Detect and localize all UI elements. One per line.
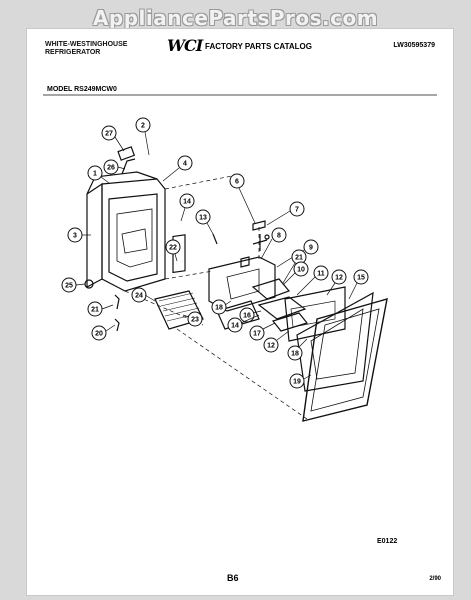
callout-15: 14 [227, 314, 260, 333]
wci-logo: WCI [167, 36, 203, 55]
svg-text:7: 7 [295, 207, 299, 214]
callout-18: 18 [211, 299, 232, 315]
svg-text:12: 12 [335, 275, 343, 282]
callout-22: 22 [165, 239, 181, 262]
page-number: B6 [227, 573, 239, 583]
product-type: REFRIGERATOR [45, 49, 101, 56]
svg-text:21: 21 [295, 255, 303, 262]
svg-text:10: 10 [297, 267, 305, 274]
svg-text:12: 12 [267, 343, 275, 350]
svg-text:20: 20 [95, 331, 103, 338]
svg-text:23: 23 [191, 317, 199, 324]
svg-text:3: 3 [73, 233, 77, 240]
exploded-parts-diagram: 27 2 26 1 4 3 14 13 22 6 7 8 9 21 10 11 … [43, 94, 437, 422]
svg-text:27: 27 [105, 131, 113, 138]
svg-text:21: 21 [91, 307, 99, 314]
svg-text:1: 1 [93, 171, 97, 178]
svg-text:9: 9 [309, 245, 313, 252]
svg-text:13: 13 [199, 215, 207, 222]
callout-26: 26 [103, 159, 126, 175]
svg-text:14: 14 [231, 323, 239, 330]
svg-text:8: 8 [277, 233, 281, 240]
callout-2: 2 [135, 117, 151, 156]
callout-12b: 12 [263, 330, 290, 353]
catalog-code: LW30595379 [393, 42, 435, 49]
callout-12: 12 [326, 269, 347, 296]
callout-19: 19 [289, 373, 312, 389]
svg-text:22: 22 [169, 245, 177, 252]
model-number: MODEL RS249MCW0 [47, 86, 117, 93]
svg-text:4: 4 [183, 161, 187, 168]
line-art [43, 94, 437, 422]
svg-text:15: 15 [357, 275, 365, 282]
svg-text:18: 18 [215, 305, 223, 312]
revision-date: 2/90 [429, 576, 441, 582]
callout-7: 7 [266, 201, 305, 226]
figure-code: E0122 [377, 538, 398, 545]
svg-text:14: 14 [183, 199, 191, 206]
callout-13: 13 [195, 209, 214, 235]
svg-text:26: 26 [107, 165, 115, 172]
svg-text:6: 6 [235, 179, 239, 186]
callout-8: 8 [260, 227, 287, 260]
catalog-title: FACTORY PARTS CATALOG [205, 42, 312, 51]
callouts: 27 2 26 1 4 3 14 13 22 6 7 8 9 21 10 11 … [61, 117, 369, 389]
callout-11: 11 [296, 265, 329, 296]
callout-3: 3 [67, 227, 91, 243]
callout-23: 23 [182, 311, 203, 327]
callout-4: 4 [162, 155, 193, 182]
watermark: AppliancePartsPros.com [92, 6, 379, 30]
brand-name: WHITE-WESTINGHOUSE [45, 41, 128, 48]
callout-21: 21 [282, 249, 307, 284]
svg-text:24: 24 [135, 293, 143, 300]
brand-block: WHITE-WESTINGHOUSE REFRIGERATOR [45, 41, 155, 57]
callout-10: 10 [282, 261, 309, 286]
callout-6: 6 [229, 173, 256, 224]
callout-5: 14 [179, 193, 195, 222]
callout-24: 24 [131, 287, 156, 303]
svg-text:16: 16 [243, 313, 251, 320]
svg-text:19: 19 [293, 379, 301, 386]
svg-text:2: 2 [141, 123, 145, 130]
callout-27: 27 [101, 125, 125, 152]
svg-text:11: 11 [317, 271, 325, 278]
callout-14: 15 [348, 269, 369, 300]
callout-1: 1 [87, 165, 110, 184]
parts-catalog-page: WHITE-WESTINGHOUSE REFRIGERATOR WCI FACT… [26, 28, 454, 596]
svg-text:17: 17 [253, 331, 261, 338]
callout-20: 20 [91, 324, 116, 341]
callout-21b: 21 [87, 301, 114, 317]
svg-text:25: 25 [65, 283, 73, 290]
callout-17: 17 [249, 322, 276, 341]
callout-9: 9 [276, 239, 319, 268]
callout-25: 25 [61, 277, 86, 293]
svg-text:18: 18 [291, 351, 299, 358]
callout-18b: 18 [287, 338, 308, 361]
